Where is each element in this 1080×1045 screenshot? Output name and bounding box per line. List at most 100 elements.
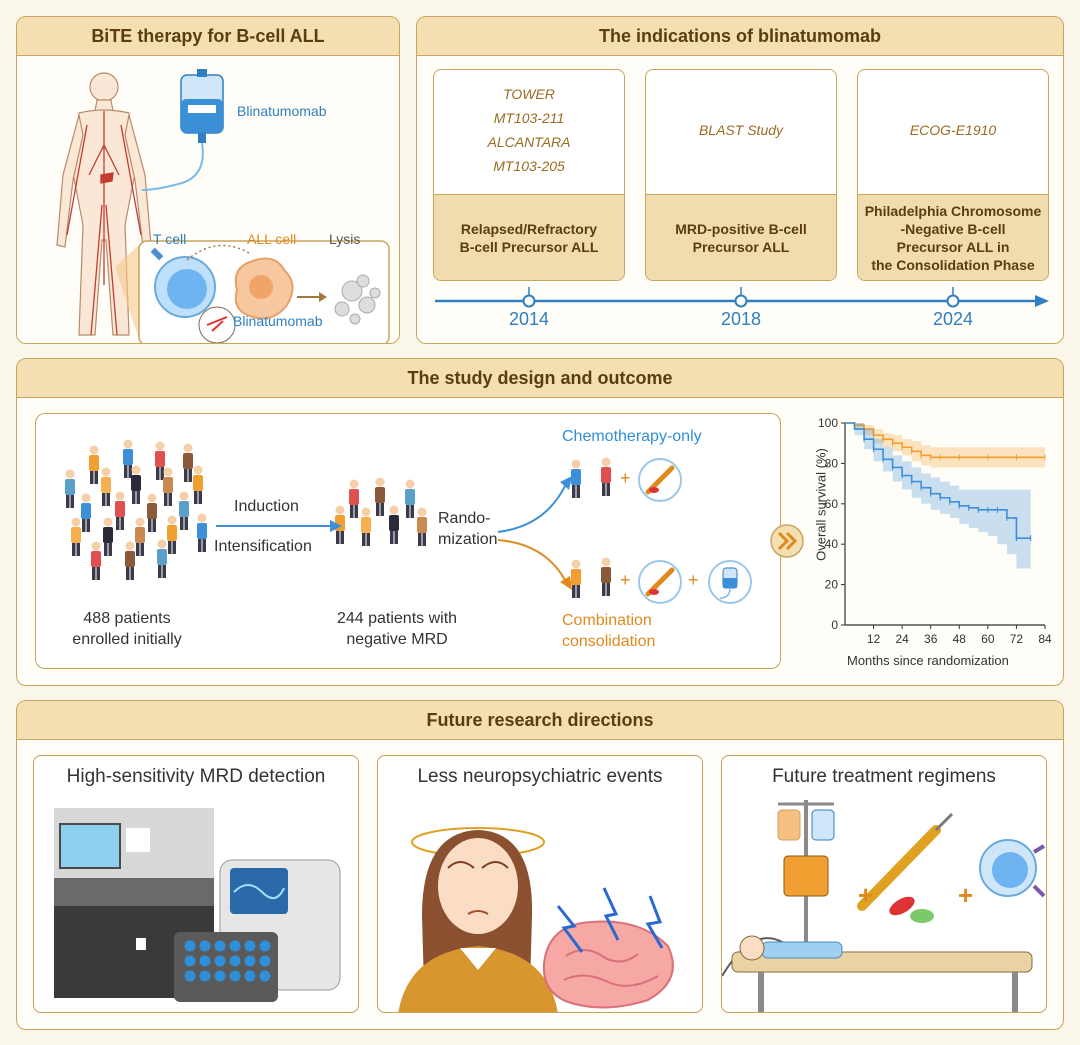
patient-figure <box>405 479 415 518</box>
t-cell-icon <box>150 247 216 318</box>
combo-line: consolidation <box>562 633 656 650</box>
study-flow-box: + + + 488 patients enrolled initially In… <box>35 413 781 669</box>
patient-figure <box>89 445 99 484</box>
year-2014: 2014 <box>508 309 550 329</box>
study-name: ALCANTARA <box>487 134 571 150</box>
patient-figure <box>167 515 177 554</box>
sample-well <box>214 955 226 967</box>
patient-figure <box>155 441 165 480</box>
combo-group-icon <box>571 557 611 598</box>
chart-ylabel: Overall survival (%) <box>813 448 829 561</box>
combo-line: Combination <box>562 612 652 629</box>
indication-line: Relapsed/Refractory <box>460 220 598 237</box>
study-name: MT103-211 <box>493 110 565 126</box>
year-2018: 2018 <box>720 309 762 329</box>
timeline-axis <box>435 287 1049 308</box>
confidence-band-0 <box>845 423 1045 468</box>
y-tick-label: 80 <box>825 456 839 470</box>
enrolled-label: 488 patients enrolled initially <box>52 608 202 650</box>
bite-binding-zoom <box>198 306 236 343</box>
combo-syringe-icon <box>638 560 682 604</box>
indication-line: Precursor ALL in <box>896 238 1010 255</box>
plus-sign: + <box>958 880 974 910</box>
dotted-arrow <box>186 244 250 261</box>
neuro-events-icon <box>398 827 674 1012</box>
chemo-only-label: Chemotherapy-only <box>562 428 702 445</box>
sample-well <box>229 955 241 967</box>
patient-figure <box>163 467 173 506</box>
indication-card-2014: TOWER MT103-211 ALCANTARA MT103-205 Rela… <box>433 69 625 281</box>
indication-line: the Consolidation Phase <box>871 256 1035 273</box>
sample-well <box>259 970 271 982</box>
sample-well <box>214 970 226 982</box>
induction-label: Induction <box>234 498 299 515</box>
indications-panel-title: The indications of blinatumomab <box>417 17 1063 56</box>
rando-line: mization <box>438 531 498 548</box>
sample-well <box>259 955 271 967</box>
bite-panel: BiTE therapy for B-cell ALL <box>16 16 400 344</box>
sample-well <box>184 955 196 967</box>
t-cell-label: T cell <box>153 231 187 247</box>
combo-iv-bag-icon <box>708 560 752 604</box>
blood-vessels <box>66 111 142 336</box>
randomization-label: Rando- mization <box>438 508 498 550</box>
sample-well <box>229 970 241 982</box>
study-panel: The study design and outcome <box>16 358 1064 686</box>
x-tick-label: 36 <box>924 632 938 646</box>
patient-figure <box>197 513 207 552</box>
patient-figure <box>601 457 611 496</box>
x-tick-label: 48 <box>953 632 967 646</box>
study-panel-title: The study design and outcome <box>17 359 1063 398</box>
patient-figure <box>375 477 385 516</box>
patient-figure <box>123 439 133 478</box>
y-tick-label: 0 <box>831 618 838 632</box>
patient-figure <box>147 493 157 532</box>
patient-figure <box>157 539 167 578</box>
patient-figure <box>125 541 135 580</box>
all-cell-icon <box>234 257 294 320</box>
negative-mrd-label: 244 patients with negative MRD <box>312 608 482 650</box>
chemo-group-icon <box>571 457 611 498</box>
indications-panel: The indications of blinatumomab TOWER MT… <box>416 16 1064 344</box>
indication-line: Philadelphia Chromosome <box>864 202 1042 219</box>
timeline-marker-2014 <box>522 294 536 308</box>
study-name: TOWER <box>503 86 555 102</box>
patient-figure <box>101 467 111 506</box>
indication-line: MRD-positive B-cell <box>675 220 807 237</box>
indication-line: Precursor ALL <box>692 238 790 255</box>
iv-bag-icon <box>141 69 224 191</box>
year-2024: 2024 <box>932 309 974 329</box>
patient-figure <box>131 465 141 504</box>
inset-blinatumomab-label: Blinatumomab <box>233 313 323 329</box>
patient-figure <box>115 491 125 530</box>
future-card-neuro: Less neuropsychiatric events <box>377 755 703 1013</box>
chemo-syringe-icon <box>638 458 682 502</box>
sample-well <box>259 940 271 952</box>
chemo-branch-arrow <box>497 483 567 533</box>
patient-figure <box>417 507 427 546</box>
patient-figure <box>571 459 581 498</box>
sample-well <box>214 940 226 952</box>
patient-figure <box>193 465 203 504</box>
future-panel-title: Future research directions <box>17 701 1063 740</box>
enrolled-desc: enrolled initially <box>72 631 182 648</box>
sample-well <box>184 970 196 982</box>
mrd-negative-group-icon <box>335 477 427 546</box>
rando-line: Rando- <box>438 510 491 527</box>
combo-label: Combination consolidation <box>562 610 655 652</box>
lysis-fragments-icon <box>334 274 381 325</box>
study-flow-illustration <box>65 439 752 604</box>
all-cell-label: ALL cell <box>247 231 297 247</box>
patient-figure <box>65 469 75 508</box>
negative-mrd-desc: negative MRD <box>346 631 448 648</box>
sample-well <box>199 970 211 982</box>
sample-well <box>199 940 211 952</box>
bite-illustration <box>56 69 390 343</box>
sample-well <box>199 955 211 967</box>
plus-sign: + <box>688 570 699 590</box>
patient-figure <box>361 507 371 546</box>
timeline-marker-2018 <box>734 294 748 308</box>
